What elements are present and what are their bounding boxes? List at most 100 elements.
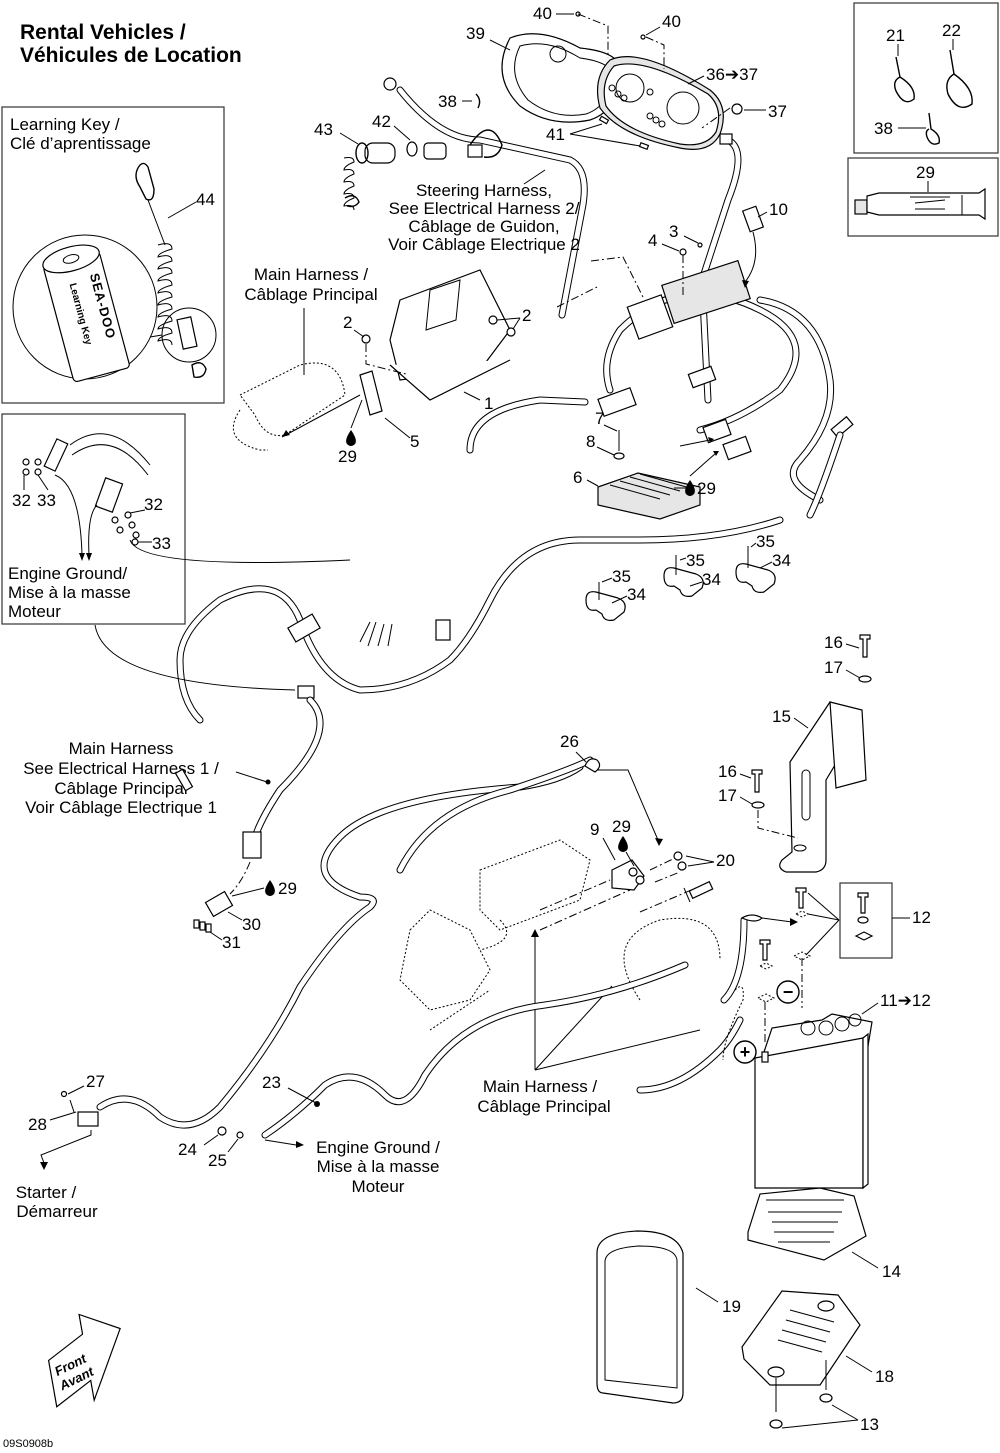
callout-37[interactable]: 37 [768, 102, 787, 121]
callout-30[interactable]: 30 [242, 915, 261, 934]
screw-3 [697, 242, 703, 248]
regulator-connector-a [702, 418, 732, 444]
callout-17b[interactable]: 17 [718, 786, 737, 805]
inset-frame [847, 157, 999, 237]
battery-group: 12 − + 11➔12 [636, 882, 931, 1190]
callout-35c[interactable]: 35 [756, 532, 775, 551]
callout-28[interactable]: 28 [28, 1115, 47, 1134]
callout-34a[interactable]: 34 [627, 585, 646, 604]
fuse-holder [688, 880, 714, 900]
callout-1[interactable]: 1 [484, 394, 493, 413]
callout-10[interactable]: 10 [769, 200, 788, 219]
callout-44[interactable]: 44 [196, 190, 215, 209]
callout-29c[interactable]: 29 [278, 879, 297, 898]
callout-23[interactable]: 23 [262, 1073, 281, 1092]
callout-29d[interactable]: 29 [612, 817, 631, 836]
learning-key-title-1: Learning Key / [10, 115, 120, 134]
negative-symbol: − [783, 982, 794, 1002]
callout-15[interactable]: 15 [772, 707, 791, 726]
callout-18[interactable]: 18 [875, 1367, 894, 1386]
callout-13[interactable]: 13 [860, 1415, 879, 1434]
starter-cable [96, 763, 584, 1129]
starter-caption-2: Démarreur [16, 1202, 98, 1221]
callout-34b[interactable]: 34 [702, 570, 721, 589]
cluster-connector [719, 133, 733, 145]
callout-16b[interactable]: 16 [718, 762, 737, 781]
inset-frame [853, 2, 999, 154]
callout-41[interactable]: 41 [546, 125, 565, 144]
callout-2a[interactable]: 2 [343, 313, 352, 332]
ground-cable-23: 23 24 25 Engine Ground / Mise à la masse… [178, 961, 689, 1196]
callout-2b[interactable]: 2 [522, 306, 531, 325]
main-harness-top-caption-1: Main Harness / [254, 265, 369, 284]
callout-39[interactable]: 39 [466, 24, 485, 43]
callout-26[interactable]: 26 [560, 732, 579, 751]
sealant-drop-icon [346, 430, 356, 446]
fuse-box-assembly: 10 3 4 [556, 200, 854, 519]
callout-43[interactable]: 43 [314, 120, 333, 139]
callout-33b[interactable]: 33 [152, 534, 171, 553]
callout-29b[interactable]: 29 [697, 479, 716, 498]
callout-42[interactable]: 42 [372, 112, 391, 131]
tube-cap [854, 199, 868, 215]
sealant-tube [866, 187, 986, 221]
callout-32[interactable]: 32 [12, 491, 31, 510]
callout-40a[interactable]: 40 [533, 4, 552, 23]
push-rivet-2b [488, 315, 498, 325]
callout-33[interactable]: 33 [37, 491, 56, 510]
callout-22[interactable]: 22 [942, 21, 961, 40]
callout-34c[interactable]: 34 [772, 551, 791, 570]
callout-16a[interactable]: 16 [824, 633, 843, 652]
regulator-connector-b [722, 435, 752, 461]
callout-7[interactable]: 7 [595, 409, 604, 428]
ring-terminal-26 [584, 758, 601, 773]
inset-frame [1, 106, 225, 404]
steering-harness-group: 43 42 38 Steering Harness, See Electrica… [314, 77, 588, 319]
callout-24[interactable]: 24 [178, 1140, 197, 1159]
callout-31[interactable]: 31 [222, 933, 241, 952]
callout-4[interactable]: 4 [648, 231, 657, 250]
main-harness-top: Main Harness / Câblage Principal 2 2 1 5… [232, 265, 531, 466]
callout-9[interactable]: 9 [590, 820, 599, 839]
callout-35a[interactable]: 35 [612, 567, 631, 586]
callout-8[interactable]: 8 [586, 432, 595, 451]
nut-20a [673, 851, 683, 861]
callout-35b[interactable]: 35 [686, 551, 705, 570]
callout-27[interactable]: 27 [86, 1072, 105, 1091]
main-harness-left-caption-4: Voir Câblage Electrique 1 [25, 798, 217, 817]
starter-cable-group: 27 28 Starter / Démarreur [16, 763, 584, 1221]
callout-5[interactable]: 5 [410, 432, 419, 451]
callout-36-37[interactable]: 36➔37 [706, 65, 758, 84]
callout-11-12[interactable]: 11➔12 [880, 991, 931, 1010]
learning-key-title-2: Clé d’aprentissage [10, 134, 151, 153]
callout-38[interactable]: 38 [438, 92, 457, 111]
callout-12[interactable]: 12 [912, 908, 931, 927]
main-harness-connector [242, 831, 262, 859]
callout-29-tube[interactable]: 29 [916, 163, 935, 182]
callout-3[interactable]: 3 [669, 222, 678, 241]
callout-40b[interactable]: 40 [662, 12, 681, 31]
front-direction-arrow[interactable]: Front Avant [42, 1308, 132, 1408]
nut-20b [677, 861, 687, 871]
callout-32b[interactable]: 32 [144, 495, 163, 514]
cable-tie-38 [475, 93, 481, 109]
learning-key-inset: Learning Key / Clé d’aprentissage SEA-DO… [1, 106, 225, 404]
steering-caption-4: Voir Câblage Electrique 2 [388, 235, 580, 254]
callout-21[interactable]: 21 [886, 26, 905, 45]
lanyard-cord [147, 199, 166, 246]
callout-19[interactable]: 19 [722, 1297, 741, 1316]
battery-pad-19 [596, 1230, 684, 1404]
regulator-plug [597, 386, 637, 418]
callout-29a[interactable]: 29 [338, 447, 357, 466]
callout-6[interactable]: 6 [573, 468, 582, 487]
key-cap-small [176, 316, 198, 350]
inset-frame [1, 413, 186, 625]
learning-key-cap: SEA-DOO Learning Key [42, 244, 130, 383]
callout-20[interactable]: 20 [716, 851, 735, 870]
callout-25[interactable]: 25 [208, 1151, 227, 1170]
callout-14[interactable]: 14 [882, 1262, 901, 1281]
cable-ties-inset: 21 22 38 [853, 2, 999, 154]
callout-38-inset[interactable]: 38 [874, 119, 893, 138]
push-rivet-2c [506, 327, 516, 337]
callout-17a[interactable]: 17 [824, 658, 843, 677]
